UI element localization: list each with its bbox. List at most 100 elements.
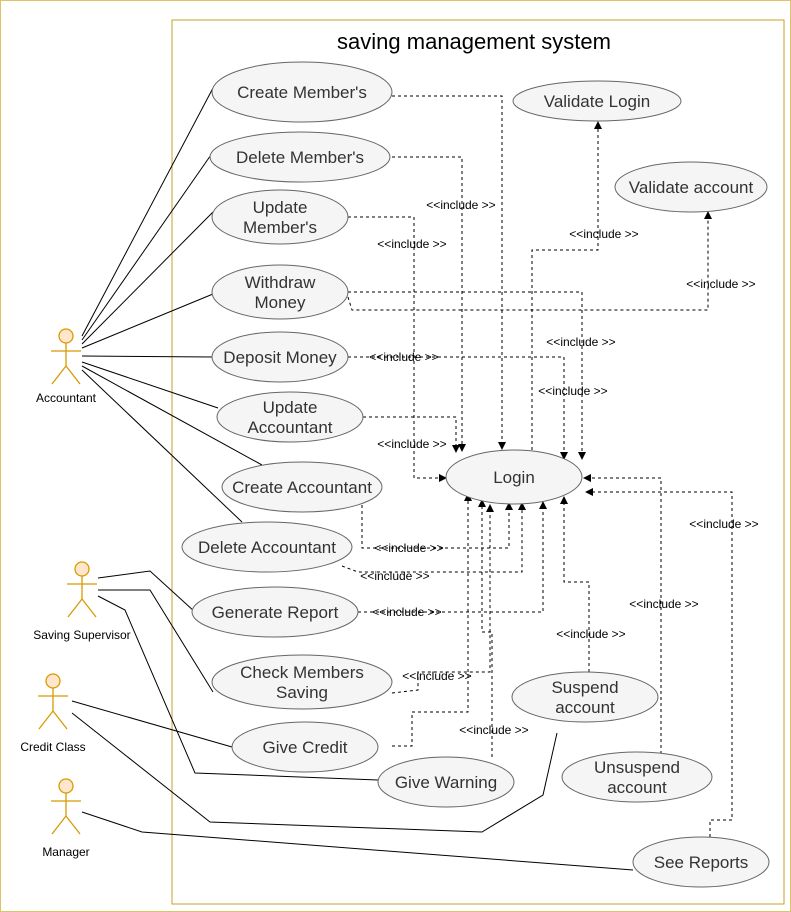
include-label: <<include >> <box>686 277 755 291</box>
use-case-ellipse <box>191 586 359 638</box>
use-case-login[interactable]: Login <box>445 449 583 505</box>
use-case-label: Member's <box>243 218 317 237</box>
use-case-label: Login <box>493 468 535 487</box>
association-line <box>81 365 263 466</box>
include-dependency <box>531 121 602 450</box>
actor-supervisor[interactable]: Saving Supervisor <box>33 561 131 642</box>
use-case-label: Suspend <box>551 678 618 697</box>
association-line <box>81 361 219 409</box>
include-dependency <box>361 502 513 549</box>
include-label: <<include >> <box>629 597 698 611</box>
actor-legs <box>38 709 68 730</box>
use-case-label: Update <box>253 198 308 217</box>
include-label: <<include >> <box>538 384 607 398</box>
include-label: <<include >> <box>372 605 441 619</box>
use-case-create-accountant[interactable]: Create Accountant <box>221 461 383 513</box>
use-case-label: Generate Report <box>212 603 339 622</box>
use-case-ellipse <box>221 461 383 513</box>
include-dependency <box>341 502 526 573</box>
use-case-ellipse <box>231 721 379 773</box>
association-line <box>81 211 214 345</box>
use-case-give-credit[interactable]: Give Credit <box>231 721 379 773</box>
include-dependency <box>348 291 586 460</box>
include-dependency <box>478 499 493 757</box>
use-case-see-reports[interactable]: See Reports <box>632 836 770 888</box>
include-dependency <box>585 488 733 837</box>
include-label: <<include >> <box>374 541 443 555</box>
include-dependency <box>347 211 712 311</box>
actor-head <box>58 778 74 794</box>
actor-legs <box>51 814 81 835</box>
association-line <box>97 570 196 613</box>
use-case-delete-accountant[interactable]: Delete Accountant <box>181 521 353 573</box>
use-case-validate-account[interactable]: Validate account <box>614 161 768 213</box>
use-case-label: Validate Login <box>544 92 651 111</box>
use-case-label: Deposit Money <box>223 348 337 367</box>
use-case-label: Create Member's <box>237 83 367 102</box>
use-case-ellipse <box>211 331 349 383</box>
include-label: <<include >> <box>459 723 528 737</box>
use-case-label: Saving <box>276 683 328 702</box>
use-case-label: Delete Member's <box>236 148 364 167</box>
association-line <box>97 595 379 781</box>
association-line <box>81 87 214 337</box>
association-line <box>98 589 214 693</box>
use-case-validate-login[interactable]: Validate Login <box>512 80 682 122</box>
include-label: <<include >> <box>556 627 625 641</box>
include-dependency <box>560 496 590 672</box>
include-label: <<include >> <box>360 569 429 583</box>
use-case-ellipse <box>211 264 349 320</box>
include-dependency <box>392 95 506 450</box>
use-case-generate-report[interactable]: Generate Report <box>191 586 359 638</box>
use-case-ellipse <box>181 521 353 573</box>
use-case-deposit-money[interactable]: Deposit Money <box>211 331 349 383</box>
use-case-label: Delete Accountant <box>198 538 336 557</box>
use-case-create-members[interactable]: Create Member's <box>211 61 393 123</box>
actor-label: Manager <box>42 845 89 859</box>
actor-label: Saving Supervisor <box>33 628 130 642</box>
use-case-label: See Reports <box>654 853 749 872</box>
use-case-ellipse <box>211 189 349 245</box>
use-case-ellipse <box>632 836 770 888</box>
include-label: <<include >> <box>569 227 638 241</box>
use-case-ellipse <box>512 80 682 122</box>
use-case-give-warning[interactable]: Give Warning <box>377 756 515 808</box>
actor-legs <box>51 364 81 385</box>
include-dependency <box>363 416 460 453</box>
association-line <box>81 811 634 871</box>
use-case-delete-members[interactable]: Delete Member's <box>209 131 391 183</box>
actor-credit[interactable]: Credit Class <box>20 673 86 754</box>
use-case-ellipse <box>377 756 515 808</box>
association-line <box>81 369 243 523</box>
use-case-ellipse <box>211 654 393 710</box>
association-line <box>81 151 214 341</box>
include-label: <<include >> <box>546 335 615 349</box>
use-case-label: account <box>607 778 667 797</box>
use-case-ellipse <box>561 751 713 803</box>
use-case-label: account <box>555 698 615 717</box>
actor-head <box>74 561 90 577</box>
association-line <box>81 355 214 358</box>
include-dependency <box>348 356 568 460</box>
use-case-label: Validate account <box>629 178 754 197</box>
use-case-label: Withdraw <box>245 273 317 292</box>
use-case-label: Money <box>254 293 306 312</box>
actor-accountant[interactable]: Accountant <box>36 328 97 405</box>
actor-manager[interactable]: Manager <box>42 778 90 859</box>
include-label: <<include >> <box>689 517 758 531</box>
use-case-label: Check Members <box>240 663 364 682</box>
use-case-ellipse <box>211 61 393 123</box>
include-dependency <box>348 216 447 482</box>
use-case-label: Create Accountant <box>232 478 372 497</box>
actor-head <box>58 328 74 344</box>
system-title: saving management system <box>337 29 611 54</box>
include-label: <<include >> <box>369 350 438 364</box>
association-line <box>81 293 214 349</box>
